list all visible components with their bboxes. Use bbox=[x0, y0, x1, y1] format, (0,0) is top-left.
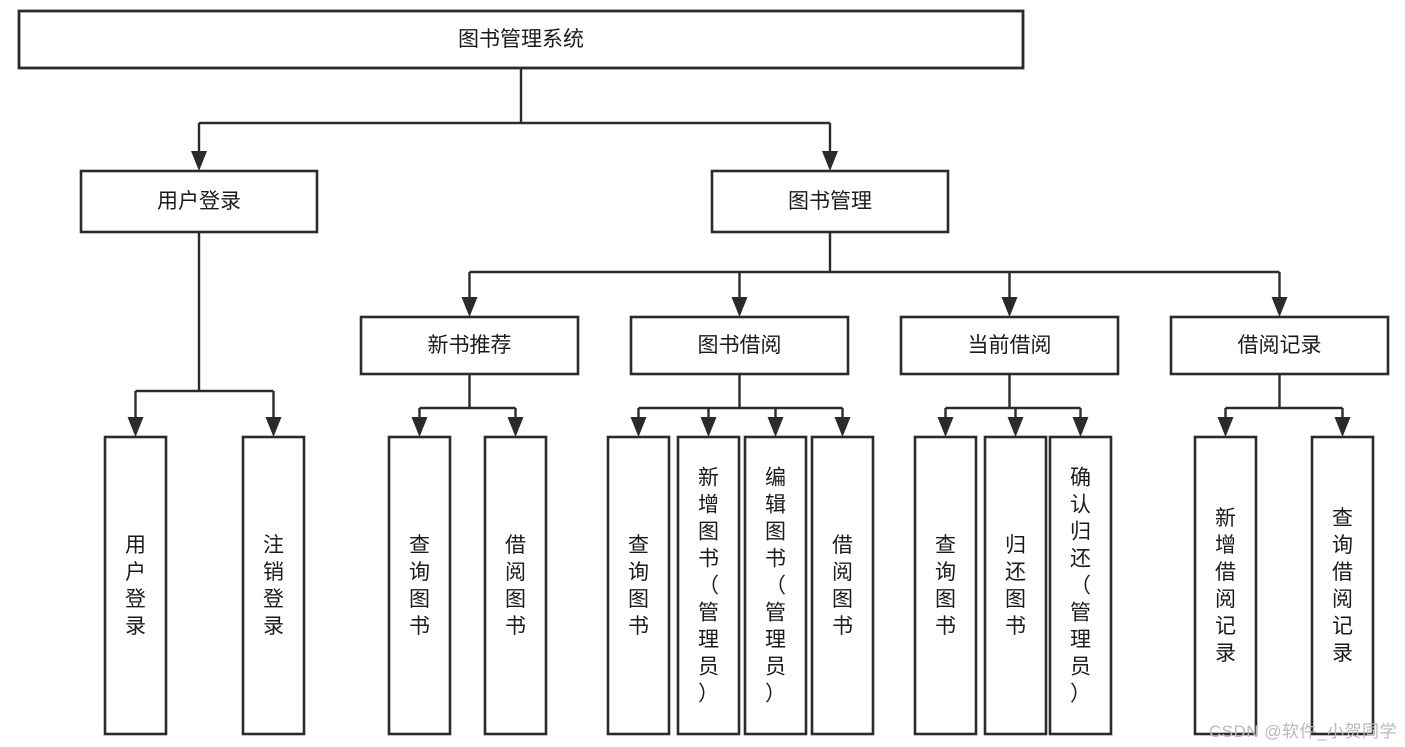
leaf-node-7[interactable]: 借阅图书 bbox=[810, 435, 875, 736]
arrow-head-icon bbox=[127, 417, 144, 437]
leaf-node-0[interactable]: 用户登录 bbox=[103, 435, 168, 736]
leaf-node-3[interactable]: 借阅图书 bbox=[483, 435, 548, 736]
connector-当前借阅-to-leaves bbox=[937, 374, 1089, 437]
arrow-head-icon bbox=[191, 151, 207, 171]
arrow-head-icon bbox=[937, 417, 954, 437]
leaf-node-5-label: 新增图书（管理员） bbox=[698, 466, 719, 705]
level2-node-0[interactable]: 用户登录 bbox=[79, 169, 319, 234]
leaf-node-6-rect[interactable] bbox=[743, 435, 808, 736]
level3-node-0[interactable]: 新书推荐 bbox=[359, 315, 580, 376]
leaf-node-0-rect[interactable] bbox=[103, 435, 168, 736]
arrow-head-icon bbox=[265, 417, 282, 437]
connector-借阅记录-to-leaves bbox=[1217, 374, 1351, 437]
level3-node-0-rect[interactable] bbox=[359, 315, 580, 376]
root-node-book-management-system[interactable]: 图书管理系统 bbox=[17, 9, 1025, 70]
level2-node-0-rect[interactable] bbox=[79, 169, 319, 234]
leaf-node-10[interactable]: 确认归还（管理员） bbox=[1048, 435, 1113, 736]
leaf-node-7-rect[interactable] bbox=[810, 435, 875, 736]
level2-node-1[interactable]: 图书管理 bbox=[710, 169, 950, 234]
leaf-node-11-rect[interactable] bbox=[1193, 435, 1258, 736]
leaf-node-0-label: 用户登录 bbox=[125, 534, 146, 638]
arrow-head-icon bbox=[1007, 417, 1024, 437]
arrow-head-icon bbox=[822, 151, 838, 171]
arrow-head-icon bbox=[411, 417, 428, 437]
leaf-node-10-rect[interactable] bbox=[1048, 435, 1113, 736]
level3-node-1-label: 图书借阅 bbox=[698, 334, 782, 357]
leaf-node-1-label: 注销登录 bbox=[263, 534, 284, 638]
leaf-node-2-label: 查询图书 bbox=[409, 534, 430, 638]
arrow-head-icon bbox=[700, 417, 717, 437]
watermark-text: CSDN @软件_小贺同学 bbox=[1208, 722, 1397, 741]
root-node-book-management-system-label: 图书管理系统 bbox=[458, 28, 584, 51]
arrow-head-icon bbox=[767, 417, 784, 437]
leaf-node-8-label: 查询图书 bbox=[935, 534, 956, 638]
leaf-node-3-label: 借阅图书 bbox=[505, 534, 526, 638]
leaf-node-4[interactable]: 查询图书 bbox=[606, 435, 671, 736]
level2-node-1-rect[interactable] bbox=[710, 169, 950, 234]
leaf-node-12-rect[interactable] bbox=[1310, 435, 1375, 736]
level2-node-1-label: 图书管理 bbox=[788, 190, 872, 213]
level3-node-0-label: 新书推荐 bbox=[428, 334, 512, 357]
arrow-head-icon bbox=[1072, 417, 1089, 437]
level3-node-2[interactable]: 当前借阅 bbox=[899, 315, 1120, 376]
leaf-node-9-label: 归还图书 bbox=[1005, 534, 1026, 638]
leaf-node-5-rect[interactable] bbox=[676, 435, 741, 736]
connector-新书推荐-to-leaves bbox=[411, 374, 524, 437]
leaf-node-2-rect[interactable] bbox=[387, 435, 452, 736]
leaf-node-11[interactable]: 新增借阅记录 bbox=[1193, 435, 1258, 736]
connector-图书借阅-to-leaves bbox=[630, 374, 851, 437]
node-layer: 图书管理系统用户登录图书管理新书推荐图书借阅当前借阅借阅记录用户登录注销登录查询… bbox=[17, 9, 1390, 736]
leaf-node-5[interactable]: 新增图书（管理员） bbox=[676, 435, 741, 736]
leaf-node-8[interactable]: 查询图书 bbox=[913, 435, 978, 736]
leaf-node-1-rect[interactable] bbox=[241, 435, 306, 736]
connector-layer bbox=[127, 68, 1351, 437]
level3-node-3-rect[interactable] bbox=[1169, 315, 1390, 376]
arrow-head-icon bbox=[834, 417, 851, 437]
root-node-book-management-system-rect[interactable] bbox=[17, 9, 1025, 70]
leaf-node-7-label: 借阅图书 bbox=[832, 534, 853, 638]
level2-node-0-label: 用户登录 bbox=[157, 190, 241, 213]
arrow-head-icon bbox=[630, 417, 647, 437]
leaf-node-12-label: 查询借阅记录 bbox=[1332, 507, 1353, 665]
leaf-node-12[interactable]: 查询借阅记录 bbox=[1310, 435, 1375, 736]
leaf-node-9-rect[interactable] bbox=[983, 435, 1048, 736]
arrow-head-icon bbox=[461, 297, 478, 317]
connector-root-to-level2 bbox=[191, 68, 838, 171]
arrow-head-icon bbox=[731, 297, 748, 317]
leaf-node-2[interactable]: 查询图书 bbox=[387, 435, 452, 736]
level3-node-1-rect[interactable] bbox=[629, 315, 850, 376]
leaf-node-1[interactable]: 注销登录 bbox=[241, 435, 306, 736]
arrow-head-icon bbox=[1334, 417, 1351, 437]
leaf-node-4-rect[interactable] bbox=[606, 435, 671, 736]
leaf-node-8-rect[interactable] bbox=[913, 435, 978, 736]
arrow-head-icon bbox=[1217, 417, 1234, 437]
leaf-node-6-label: 编辑图书（管理员） bbox=[765, 466, 786, 705]
level3-node-3-label: 借阅记录 bbox=[1238, 334, 1322, 357]
level3-node-3[interactable]: 借阅记录 bbox=[1169, 315, 1390, 376]
leaf-node-6[interactable]: 编辑图书（管理员） bbox=[743, 435, 808, 736]
leaf-node-9[interactable]: 归还图书 bbox=[983, 435, 1048, 736]
leaf-node-3-rect[interactable] bbox=[483, 435, 548, 736]
leaf-node-10-label: 确认归还（管理员） bbox=[1070, 466, 1091, 705]
leaf-node-4-label: 查询图书 bbox=[628, 534, 649, 638]
connector-user-login-to-leaves bbox=[127, 232, 282, 437]
level3-node-2-label: 当前借阅 bbox=[968, 334, 1052, 357]
connector-book-management-to-level3 bbox=[461, 232, 1288, 317]
arrow-head-icon bbox=[1271, 297, 1288, 317]
arrow-head-icon bbox=[1001, 297, 1018, 317]
level3-node-2-rect[interactable] bbox=[899, 315, 1120, 376]
leaf-node-11-label: 新增借阅记录 bbox=[1215, 507, 1236, 665]
arrow-head-icon bbox=[507, 417, 524, 437]
level3-node-1[interactable]: 图书借阅 bbox=[629, 315, 850, 376]
